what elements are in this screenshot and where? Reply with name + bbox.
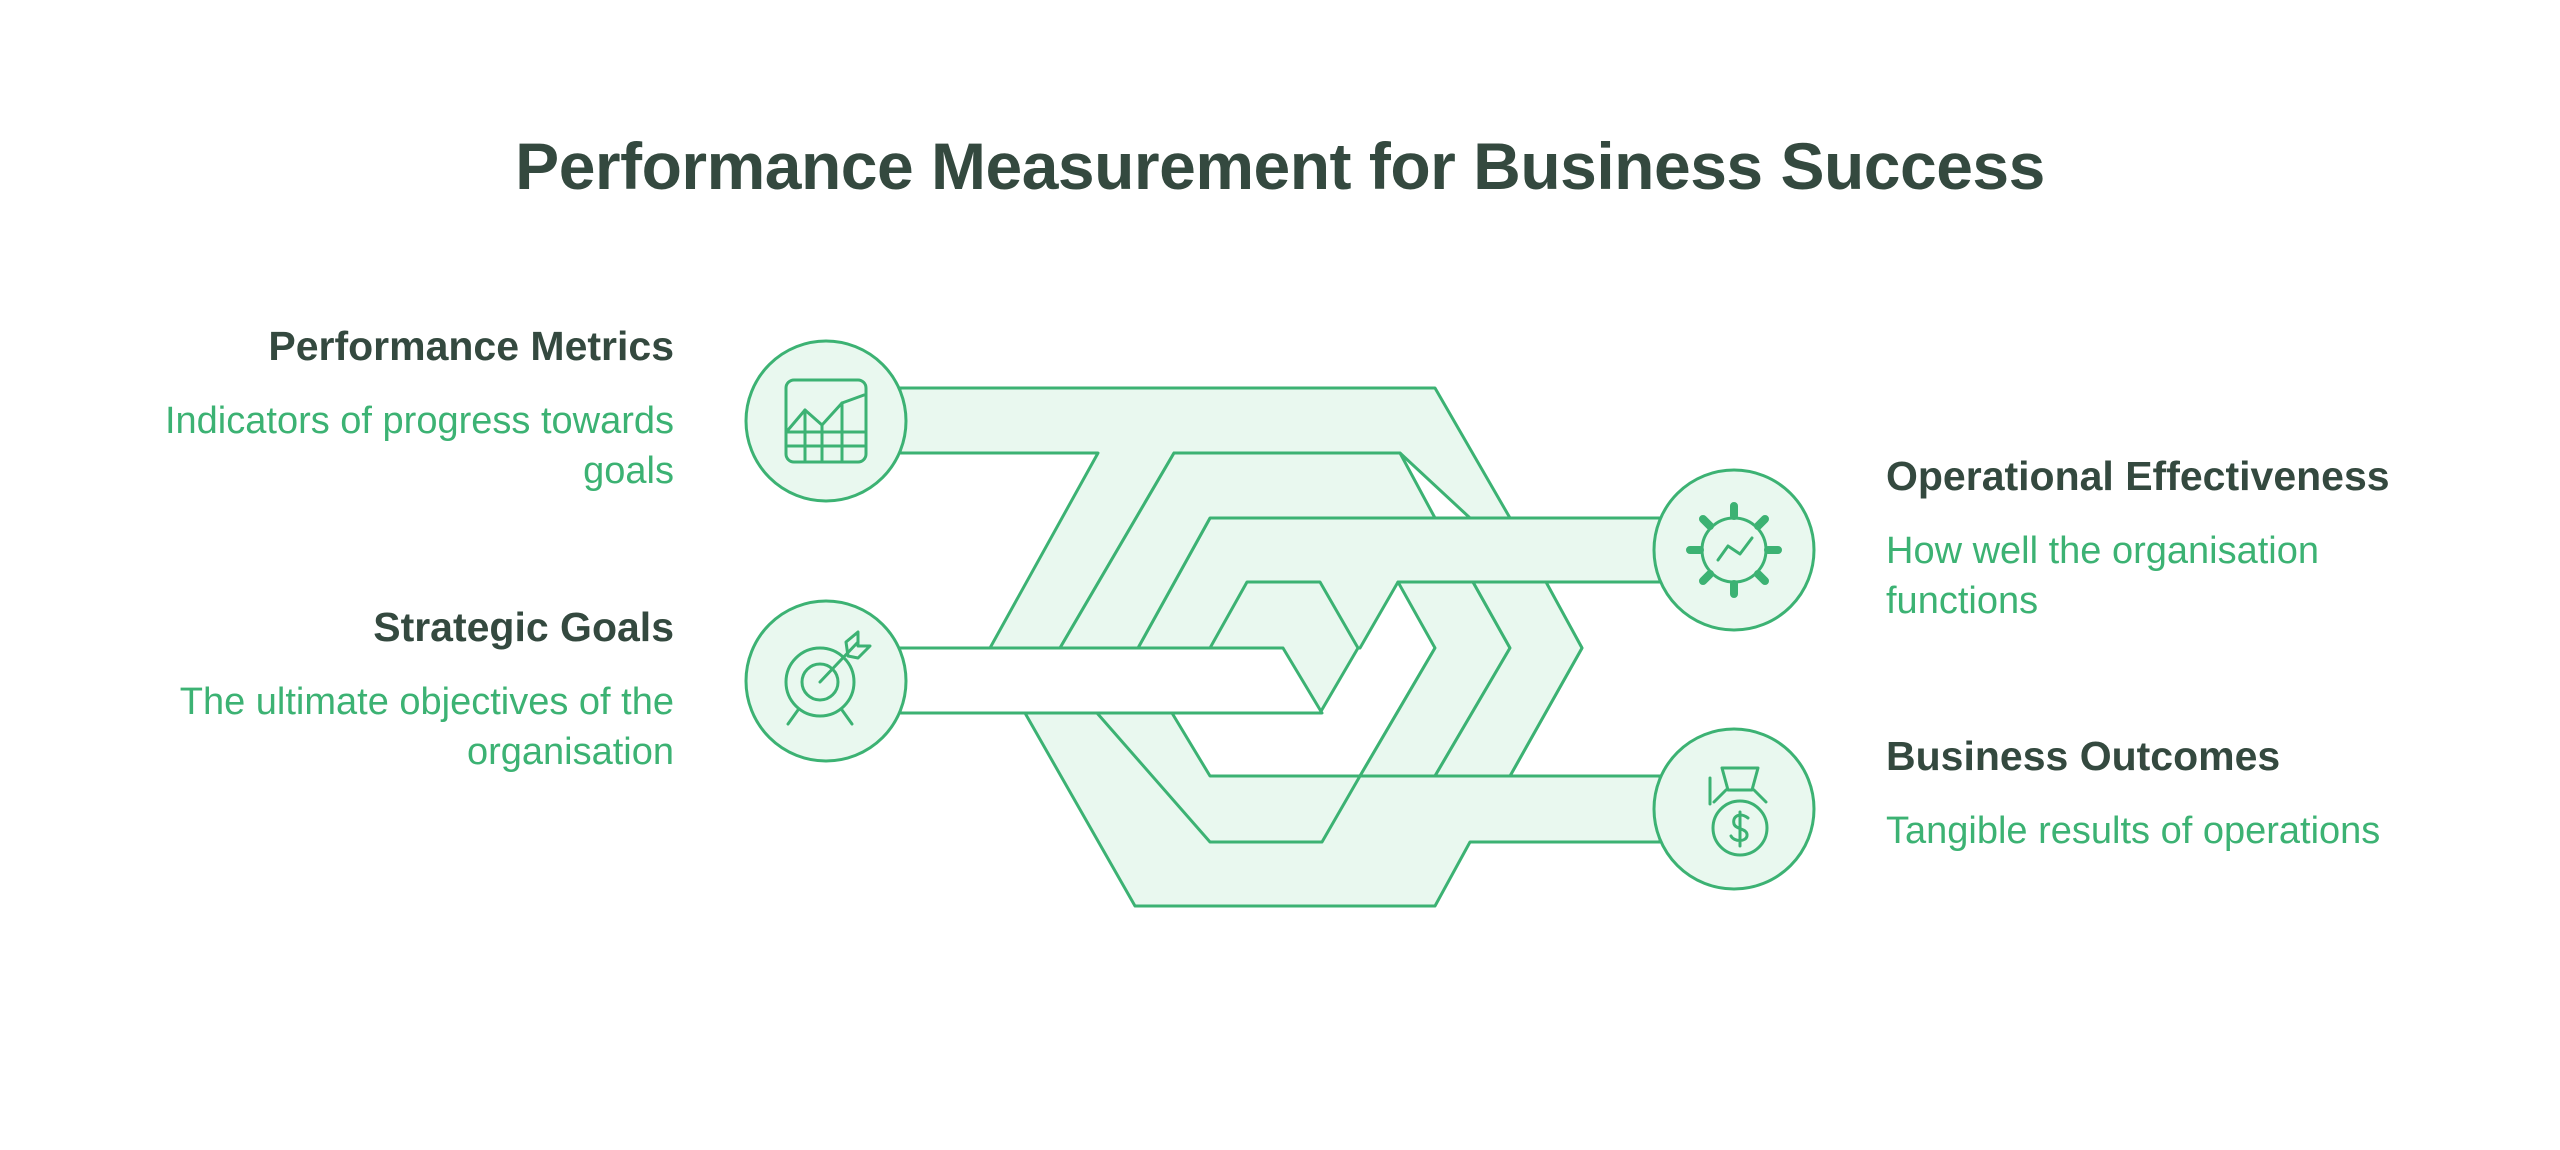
performance-metrics-heading: Performance Metrics xyxy=(268,323,674,369)
circle-strategic-goals xyxy=(744,599,908,763)
circle-business-outcomes xyxy=(1652,727,1816,891)
operational-effectiveness-block: Operational Effectiveness How well the o… xyxy=(1886,452,2426,626)
business-outcomes-block: Business Outcomes Tangible results of op… xyxy=(1886,732,2486,857)
target-arrow-icon xyxy=(784,630,872,726)
line-chart-icon xyxy=(784,378,868,464)
performance-metrics-block: Performance Metrics Indicators of progre… xyxy=(100,322,674,496)
strategic-goals-description: The ultimate objectives of the organisat… xyxy=(179,681,674,773)
strategic-goals-heading: Strategic Goals xyxy=(373,604,674,650)
business-outcomes-description: Tangible results of operations xyxy=(1886,810,2381,853)
page-title: Performance Measurement for Business Suc… xyxy=(515,129,2045,203)
business-outcomes-heading: Business Outcomes xyxy=(1886,733,2281,779)
gear-chart-icon xyxy=(1686,502,1782,598)
performance-metrics-description: Indicators of progress towards goals xyxy=(164,400,674,492)
hex-ring xyxy=(1058,451,1437,844)
strategic-goals-block: Strategic Goals The ultimate objectives … xyxy=(100,603,674,777)
money-bag-icon xyxy=(1708,766,1769,857)
operational-effectiveness-heading: Operational Effectiveness xyxy=(1886,453,2390,499)
band-goals-lower xyxy=(898,580,1360,715)
chevron-outer xyxy=(1433,580,1584,778)
operational-effectiveness-description: How well the organisation functions xyxy=(1886,530,2320,622)
